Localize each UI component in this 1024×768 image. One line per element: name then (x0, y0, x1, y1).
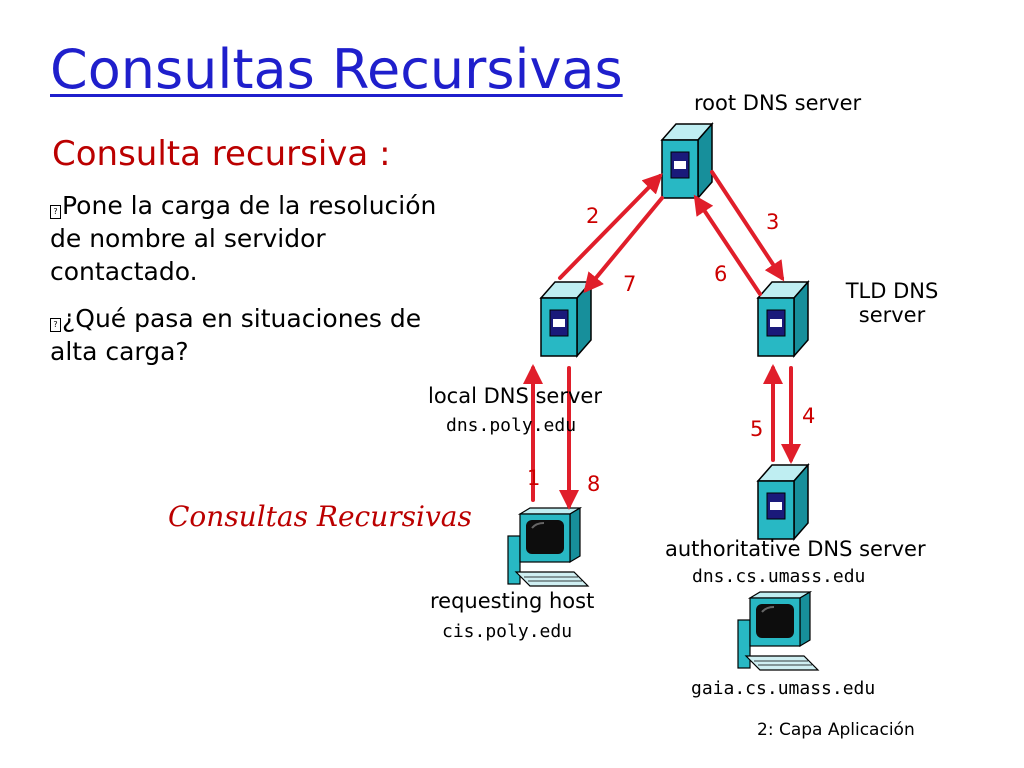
step-number: 6 (714, 262, 728, 286)
requesting-host-name: cis.poly.edu (442, 621, 573, 642)
local-server-icon (540, 281, 592, 357)
step-number: 3 (766, 210, 780, 234)
bullet-marker-icon: ? (50, 205, 61, 219)
authoritative-server-icon (757, 464, 809, 540)
step-number: 4 (802, 404, 816, 428)
arrow-step-2 (558, 173, 663, 280)
target-host-icon (737, 591, 819, 671)
requesting-host-icon (507, 507, 589, 587)
step-number: 1 (527, 466, 541, 490)
requesting-host-label: requesting host (430, 589, 595, 613)
arrow-step-6 (693, 194, 762, 296)
diagram-caption: Consultas Recursivas (168, 500, 472, 533)
slide-title: Consultas Recursivas (50, 38, 623, 101)
step-number: 7 (623, 272, 637, 296)
bullet-item: ?Pone la carga de la resolución de nombr… (50, 189, 460, 288)
bullet-text: ¿Qué pasa en situaciones de alta carga? (50, 304, 422, 366)
step-number: 2 (586, 204, 600, 228)
arrow-step-3 (710, 170, 785, 282)
tld-server-label: TLD DNS server (845, 279, 939, 327)
local-server-host: dns.poly.edu (446, 415, 577, 436)
bullet-marker-icon: ? (50, 318, 61, 332)
arrow-step-7 (583, 196, 664, 294)
tld-server-icon (757, 281, 809, 357)
authoritative-server-label: authoritative DNS server (665, 537, 926, 561)
slide-footer: 2: Capa Aplicación (757, 720, 915, 740)
slide-subtitle: Consulta recursiva : (52, 134, 391, 174)
local-server-label: local DNS server (428, 384, 602, 408)
bullet-item: ?¿Qué pasa en situaciones de alta carga? (50, 302, 460, 368)
target-host-name: gaia.cs.umass.edu (691, 678, 876, 699)
authoritative-server-host: dns.cs.umass.edu (692, 566, 866, 587)
step-number: 8 (587, 472, 601, 496)
root-server-label: root DNS server (694, 91, 862, 115)
bullet-text: Pone la carga de la resolución de nombre… (50, 191, 437, 286)
root-server-icon (661, 123, 713, 199)
step-number: 5 (750, 417, 764, 441)
